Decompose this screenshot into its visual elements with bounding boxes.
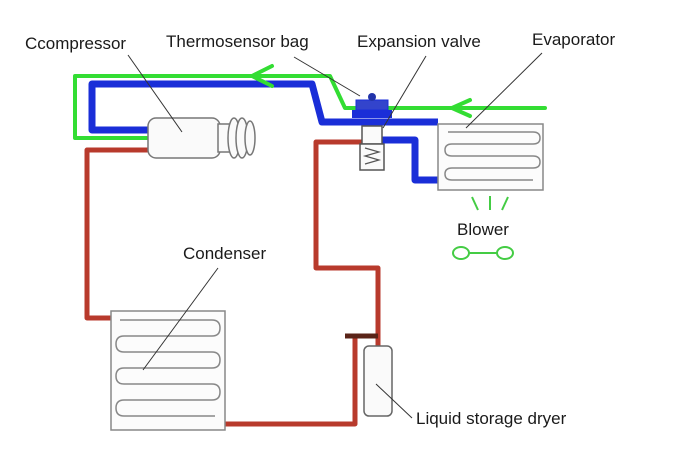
liquid-storage-dryer bbox=[363, 345, 393, 417]
label-liquid-storage-dryer: Liquid storage dryer bbox=[416, 409, 567, 428]
airflow-arrowhead-right bbox=[450, 98, 472, 118]
blower bbox=[452, 196, 514, 260]
leader-dryer bbox=[375, 383, 413, 419]
label-evaporator: Evaporator bbox=[532, 30, 616, 49]
condenser-housing bbox=[110, 310, 226, 431]
blower-fan-left bbox=[452, 246, 470, 260]
leader-condenser bbox=[142, 267, 219, 371]
valve-diaphragm-top bbox=[355, 99, 389, 111]
evaporator-housing bbox=[437, 123, 544, 191]
valve-spring bbox=[362, 147, 382, 165]
leader-valve bbox=[382, 55, 427, 129]
condenser-coil bbox=[115, 319, 221, 417]
compressor bbox=[147, 117, 256, 159]
dryer-to-valve-line bbox=[313, 139, 381, 346]
label-condenser: Condenser bbox=[183, 244, 267, 263]
expansion-valve bbox=[352, 93, 392, 171]
label-expansion-valve: Expansion valve bbox=[357, 32, 481, 51]
blower-air-line-1 bbox=[471, 196, 479, 211]
evaporator bbox=[437, 123, 544, 191]
condenser-to-dryer-line bbox=[225, 333, 381, 427]
label-thermosensor-bag: Thermosensor bag bbox=[166, 32, 309, 51]
valve-cap bbox=[368, 93, 376, 101]
leader-compressor bbox=[127, 54, 183, 133]
compressor-pulley-3 bbox=[244, 120, 256, 156]
blower-air-line-3 bbox=[501, 196, 509, 211]
label-compressor: Ccompressor bbox=[25, 34, 127, 53]
leader-evaporator bbox=[465, 52, 543, 129]
valve-diaphragm-bottom bbox=[352, 110, 392, 118]
low-pressure-lines bbox=[88, 80, 438, 184]
leader-lines bbox=[127, 52, 543, 419]
evaporator-to-compressor-line bbox=[88, 80, 438, 134]
leader-thermosensor bbox=[293, 56, 361, 97]
evaporator-coil bbox=[444, 131, 541, 181]
valve-to-evaporator-line bbox=[380, 136, 438, 184]
blower-fan-right bbox=[496, 246, 514, 260]
airflow-arrowhead-left bbox=[250, 64, 274, 88]
label-blower: Blower bbox=[457, 220, 509, 239]
valve-spring-housing bbox=[359, 143, 385, 171]
compressor-body bbox=[147, 117, 221, 159]
condenser bbox=[110, 310, 226, 431]
compressor-to-condenser-line bbox=[84, 147, 148, 321]
valve-stem bbox=[361, 125, 383, 145]
